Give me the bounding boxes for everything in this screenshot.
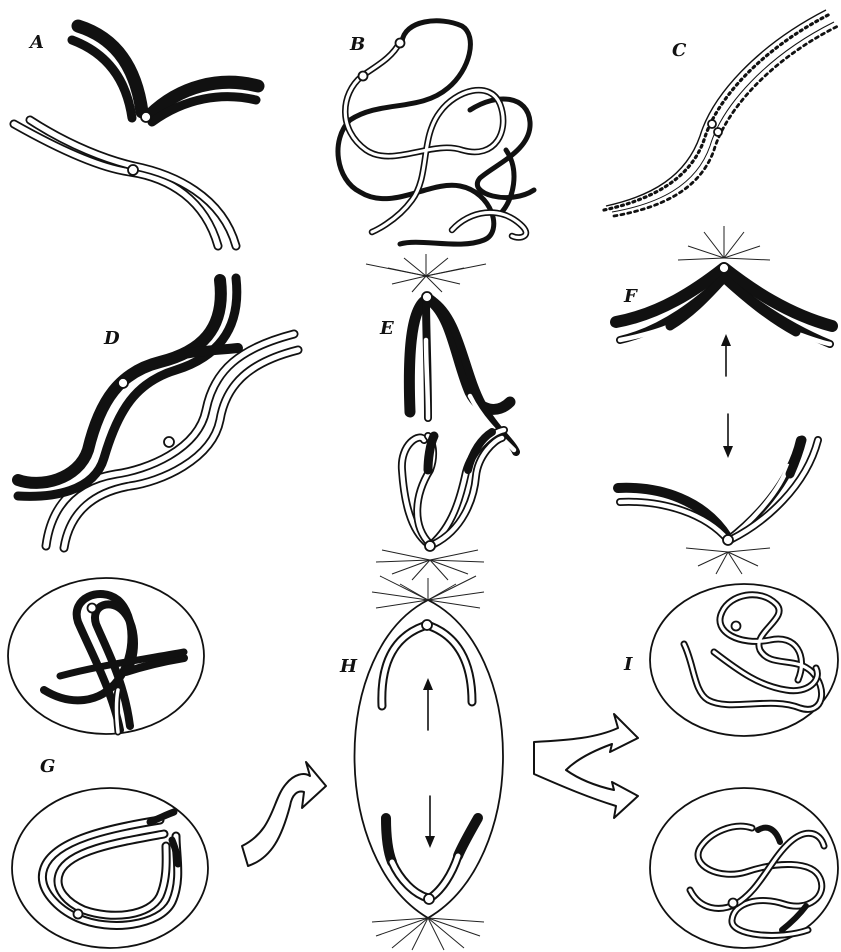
centromere <box>141 112 151 122</box>
panel-label-a: A <box>28 32 44 53</box>
beaded-chromosome <box>612 22 834 212</box>
centromere <box>714 128 722 136</box>
centromere <box>424 894 434 904</box>
daughter-cell <box>650 584 838 736</box>
panel-label-g: G <box>40 756 55 777</box>
centromere <box>88 604 97 613</box>
panel-c: C <box>604 10 838 216</box>
panel-label-d: D <box>103 328 120 349</box>
aster-bottom <box>372 918 484 950</box>
panel-d: D <box>18 278 298 548</box>
centromere <box>74 910 83 919</box>
centromere <box>128 165 138 175</box>
panel-b: B <box>338 21 534 244</box>
centromere <box>723 535 733 545</box>
chromosome-black <box>618 488 728 538</box>
curved-arrow-icon <box>242 762 326 866</box>
centromere <box>732 622 741 631</box>
arrow-up-icon <box>721 334 731 376</box>
panel-label-f: F <box>623 286 638 307</box>
crossover-segment <box>176 348 238 356</box>
dividing-cell <box>355 600 504 918</box>
chromosome-black <box>430 300 510 409</box>
forked-arrow-icon <box>534 714 638 818</box>
panel-label-c: C <box>672 40 687 61</box>
panel-a: A <box>14 26 258 246</box>
panel-i: I <box>623 584 838 948</box>
panel-g: G <box>8 578 208 948</box>
chromosome-black <box>18 278 237 496</box>
beaded-chromosome <box>614 26 838 216</box>
centromere <box>164 437 174 447</box>
aster-top <box>366 254 486 292</box>
aster-top <box>678 226 770 260</box>
panel-e: E <box>366 254 516 580</box>
centromere <box>708 120 716 128</box>
centromere <box>425 541 435 551</box>
aster-bottom <box>686 548 770 574</box>
arrow-down-icon <box>723 414 733 458</box>
panel-label-e: E <box>379 318 394 339</box>
beaded-chromosome <box>606 10 826 206</box>
centromere <box>118 378 128 388</box>
panel-label-h: H <box>339 656 358 677</box>
centromere <box>729 899 738 908</box>
centromere <box>422 292 432 302</box>
centromere <box>396 39 405 48</box>
panel-f: F <box>616 226 832 574</box>
panel-label-i: I <box>623 654 633 675</box>
panel-label-b: B <box>349 34 365 55</box>
aster-bottom <box>376 550 484 580</box>
panel-h: H <box>339 576 503 950</box>
centromere <box>422 620 432 630</box>
beaded-chromosome <box>604 14 830 210</box>
centromere <box>359 72 368 81</box>
centromere <box>719 263 729 273</box>
